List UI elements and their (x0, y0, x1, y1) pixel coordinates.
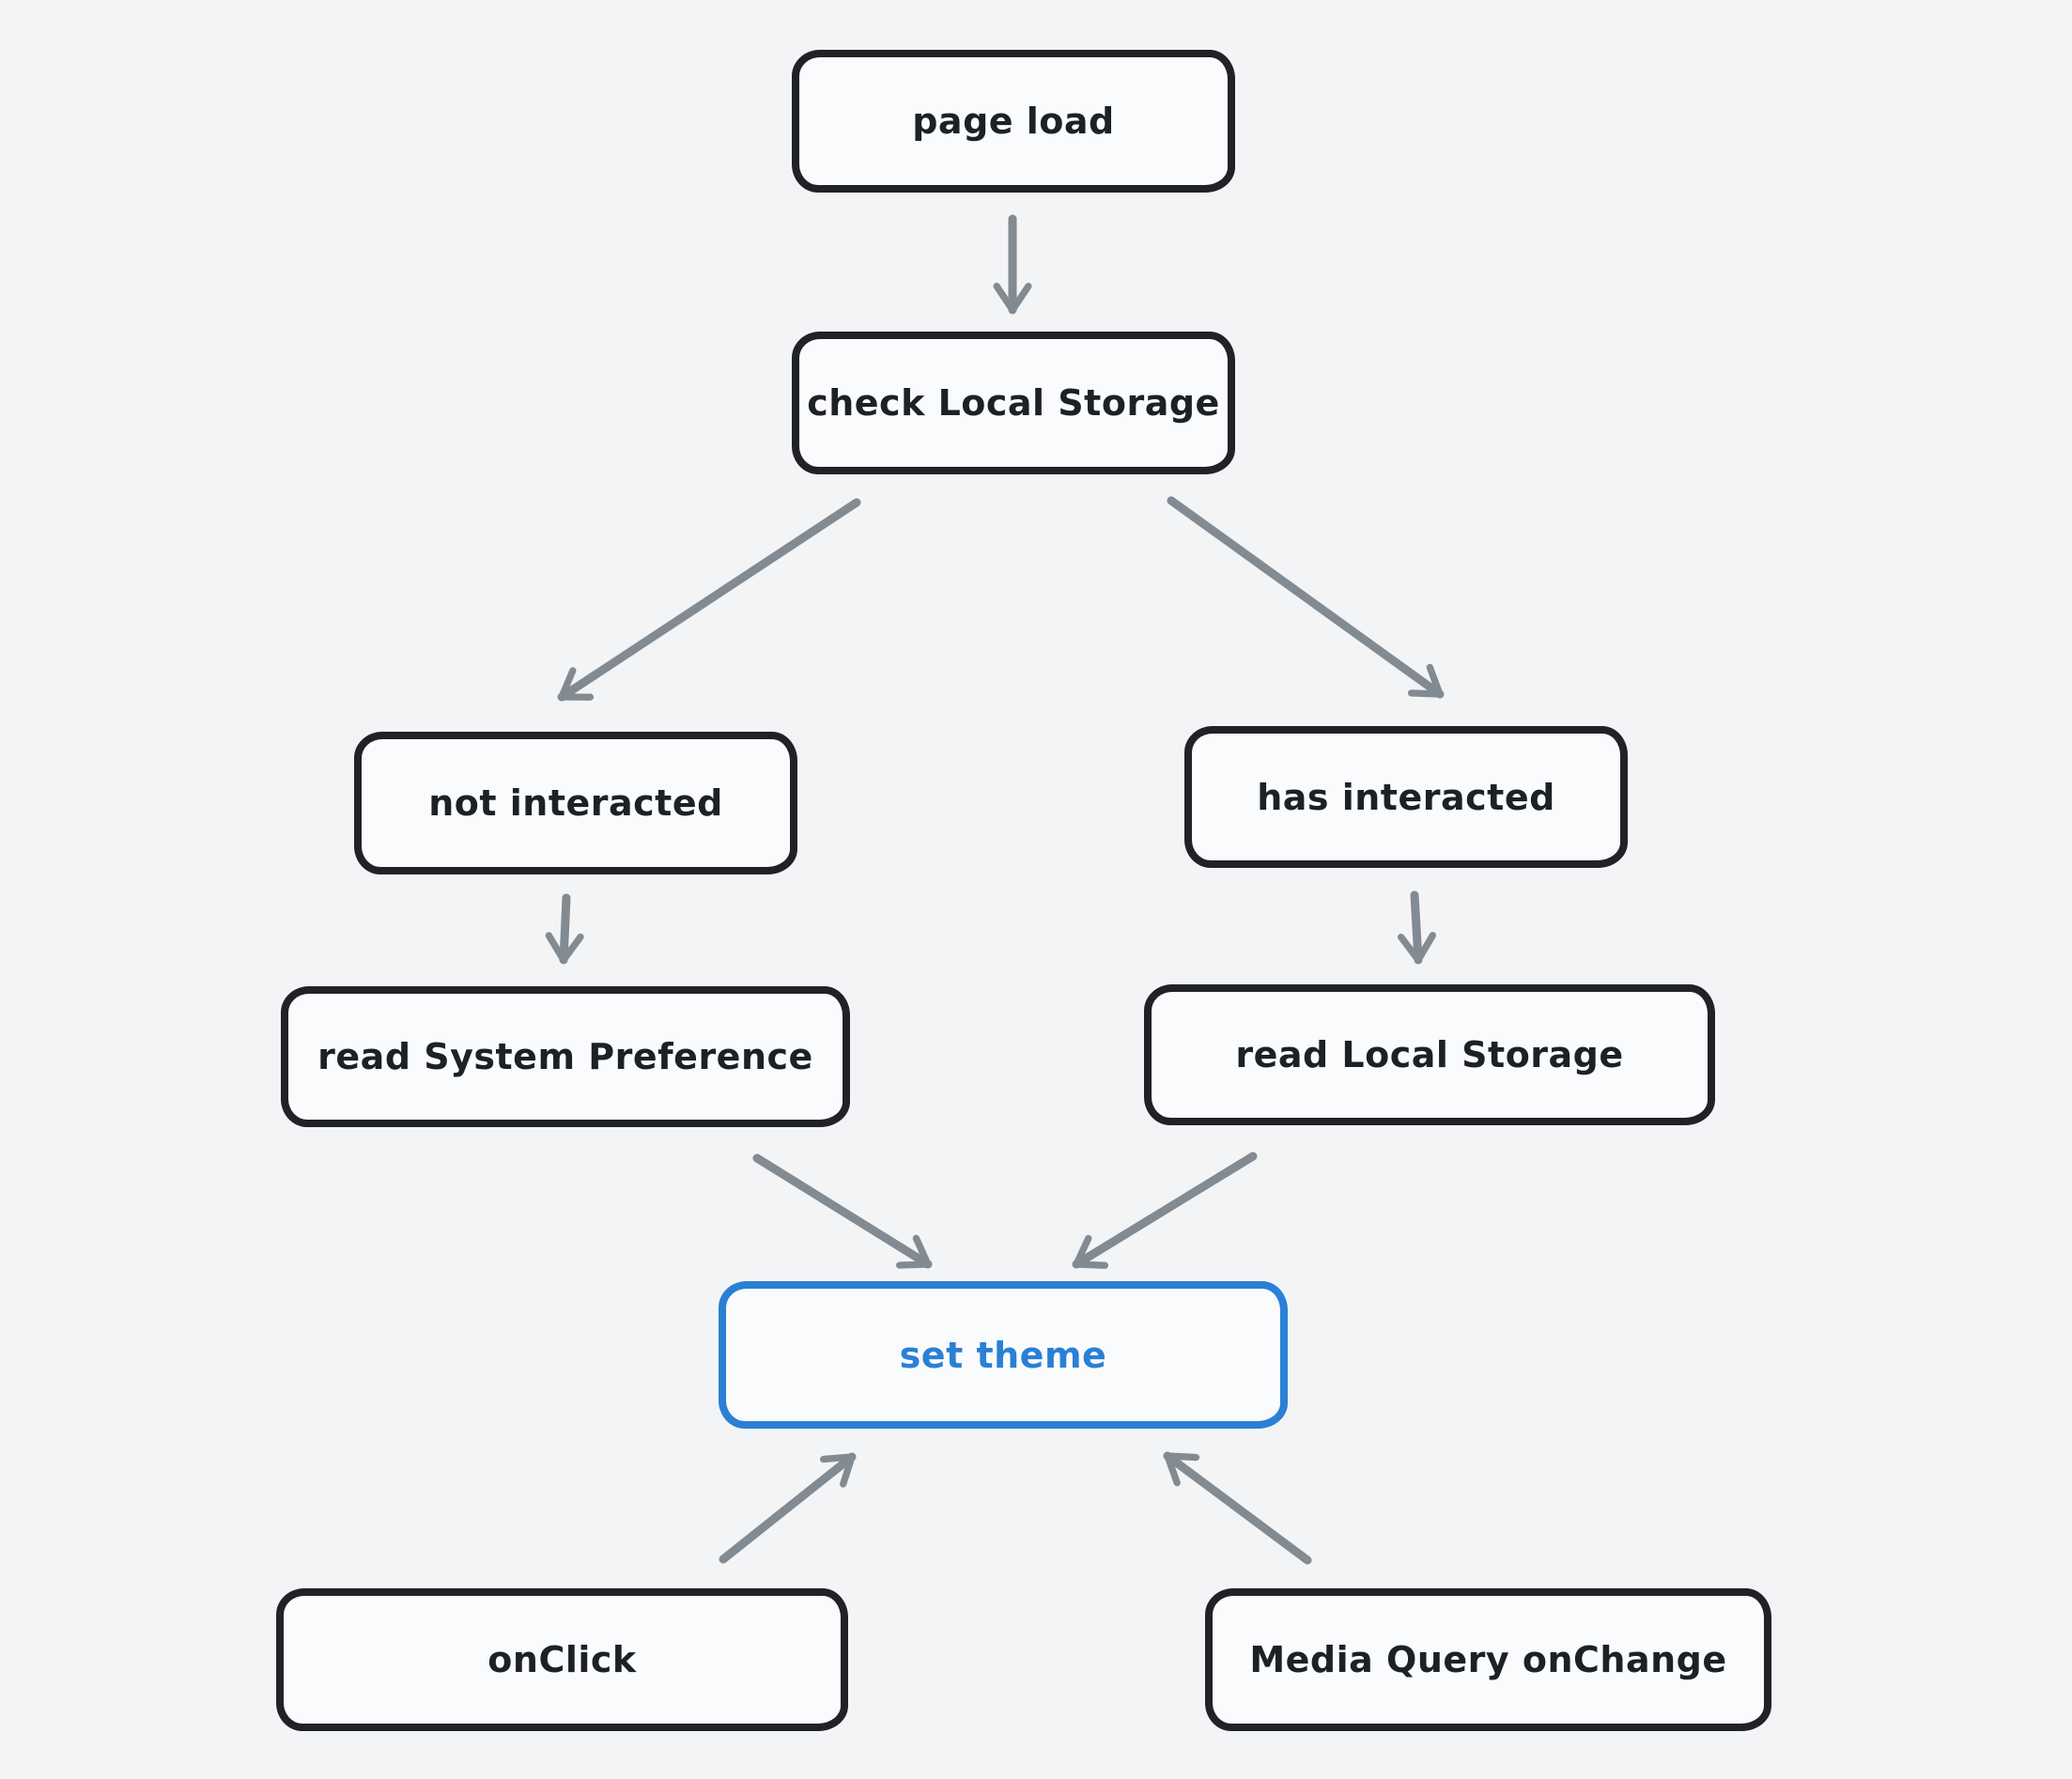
node-check-local-storage-label: check Local Storage (807, 382, 1220, 424)
arrow-readls-to-settheme (1072, 1152, 1258, 1269)
node-read-system-preference-label: read System Preference (317, 1036, 813, 1077)
arrow-mediaquery-to-settheme (1163, 1451, 1312, 1565)
node-has-interacted: has interacted (1184, 726, 1628, 868)
node-set-theme-label: set theme (899, 1334, 1107, 1376)
node-has-interacted-label: has interacted (1257, 776, 1555, 818)
node-not-interacted-label: not interacted (428, 782, 723, 824)
node-page-load: page load (792, 50, 1235, 193)
node-read-local-storage-label: read Local Storage (1235, 1034, 1624, 1075)
arrow-notinteracted-to-readsys (545, 893, 584, 965)
arrow-hasinteracted-to-readls (1398, 890, 1437, 965)
node-onclick: onClick (276, 1588, 848, 1731)
node-read-system-preference: read System Preference (281, 986, 850, 1127)
node-page-load-label: page load (912, 101, 1115, 142)
node-media-query-onchange: Media Query onChange (1205, 1588, 1771, 1731)
arrow-check-to-notinteracted (557, 498, 861, 702)
node-check-local-storage: check Local Storage (792, 332, 1235, 474)
node-not-interacted: not interacted (354, 732, 797, 874)
node-media-query-onchange-label: Media Query onChange (1249, 1639, 1727, 1680)
arrow-onclick-to-settheme (719, 1452, 857, 1564)
arrow-check-to-hasinteracted (1167, 496, 1445, 699)
node-read-local-storage: read Local Storage (1144, 984, 1715, 1125)
arrow-readsys-to-settheme (752, 1153, 933, 1269)
node-onclick-label: onClick (487, 1639, 637, 1680)
node-set-theme: set theme (719, 1281, 1288, 1429)
